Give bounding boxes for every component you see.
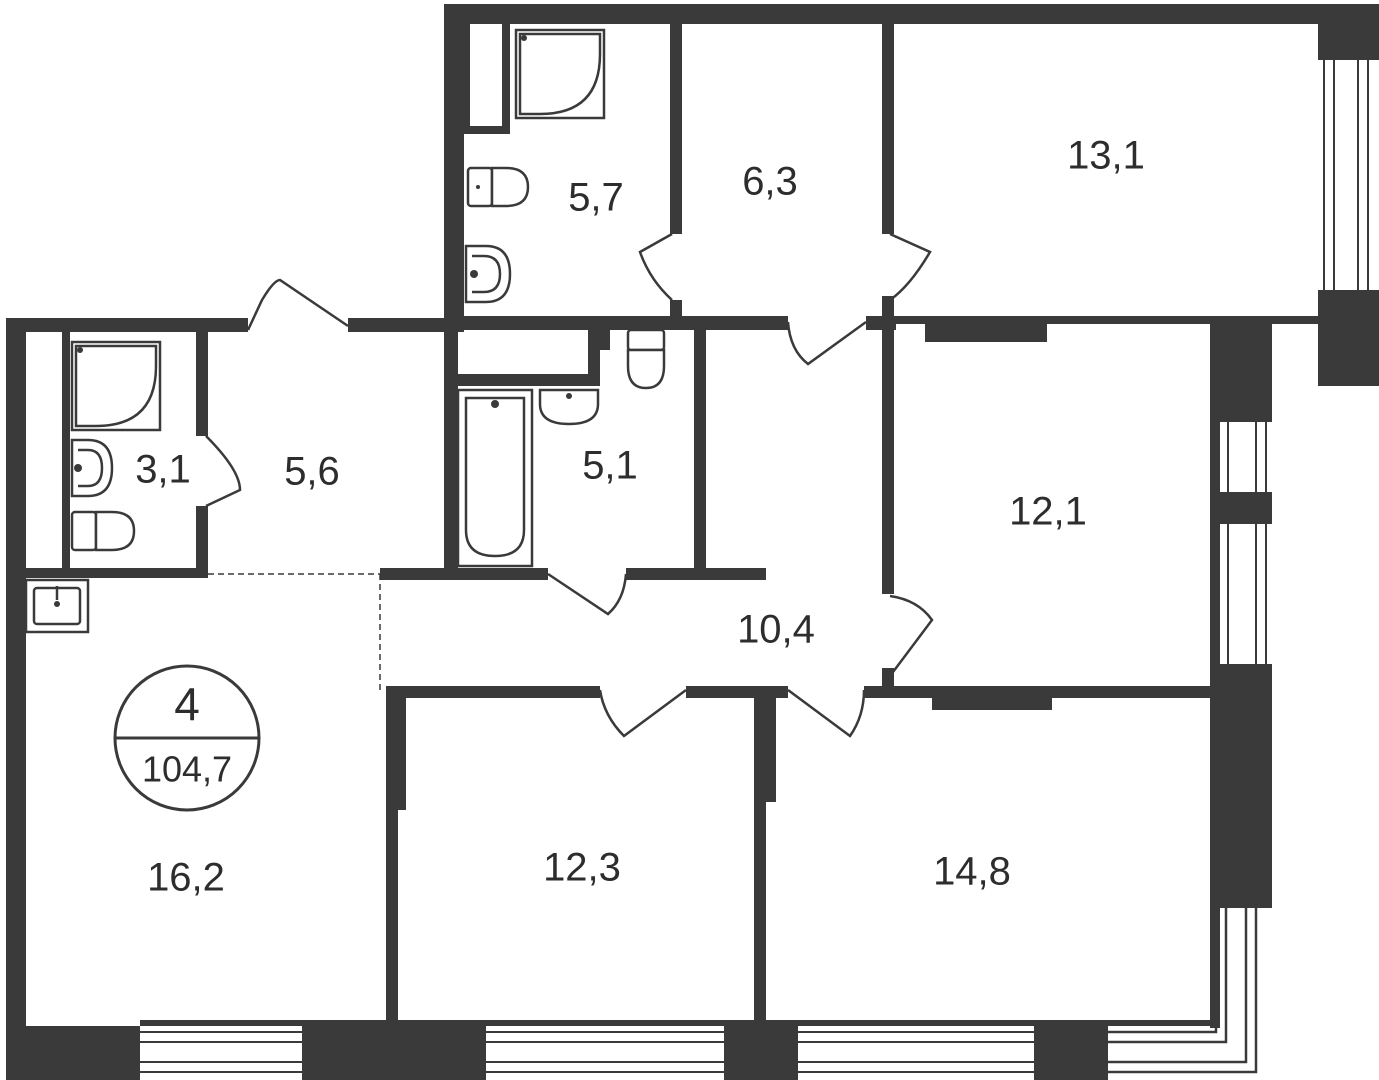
room-area-bathroom-north: 5,7 [568, 176, 624, 220]
window-icon [140, 1026, 302, 1080]
room-area-bedroom-south-east: 14,8 [933, 850, 1011, 894]
door-swing-icon [638, 232, 673, 301]
shower-icon [514, 28, 606, 120]
door-swing-icon [786, 320, 867, 366]
sink-icon [464, 244, 512, 304]
walls [6, 4, 1379, 1080]
total-area: 104,7 [142, 749, 232, 790]
door-swing-icon [205, 435, 242, 508]
room-area-bedroom-north-east: 13,1 [1067, 134, 1145, 178]
bathtub-icon [456, 388, 534, 568]
room-area-bathroom-central: 5,1 [582, 444, 638, 488]
room-area-living-room: 16,2 [147, 856, 225, 900]
room-area-room-north-middle: 6,3 [742, 160, 798, 204]
sink-icon [70, 438, 114, 498]
toilet-icon [626, 328, 666, 390]
room-labels: 16,2 12,3 14,8 12,1 13,1 6,3 5,7 5,1 10,… [135, 134, 1145, 900]
window-icon [798, 1026, 1034, 1080]
door-swing-icon [787, 688, 866, 738]
window-icon [1108, 908, 1258, 1074]
room-area-hallway-central: 10,4 [737, 608, 815, 652]
kitchen-sink-icon [24, 578, 90, 634]
room-area-bathroom-west: 3,1 [135, 448, 191, 492]
window-icon [1217, 524, 1267, 664]
fixtures [24, 28, 666, 634]
window-icon [1217, 422, 1267, 492]
doors [205, 232, 934, 738]
zone-boundary [208, 573, 381, 692]
room-area-entrance-hall: 5,6 [284, 450, 340, 494]
sink-icon [538, 388, 600, 426]
door-swing-icon [547, 572, 628, 616]
rooms-count: 4 [174, 678, 200, 730]
windows [140, 60, 1369, 1080]
door-swing-icon [246, 278, 349, 331]
shower-icon [70, 340, 162, 432]
room-area-bedroom-south-middle: 12,3 [543, 846, 621, 890]
door-swing-icon [598, 688, 687, 738]
window-icon [486, 1026, 724, 1080]
toilet-icon [70, 510, 136, 552]
door-swing-icon [889, 594, 934, 677]
window-icon [1323, 60, 1369, 290]
apartment-badge: 4 104,7 [113, 664, 261, 812]
door-swing-icon [889, 232, 932, 302]
toilet-icon [466, 166, 530, 208]
room-area-bedroom-east: 12,1 [1009, 490, 1087, 534]
